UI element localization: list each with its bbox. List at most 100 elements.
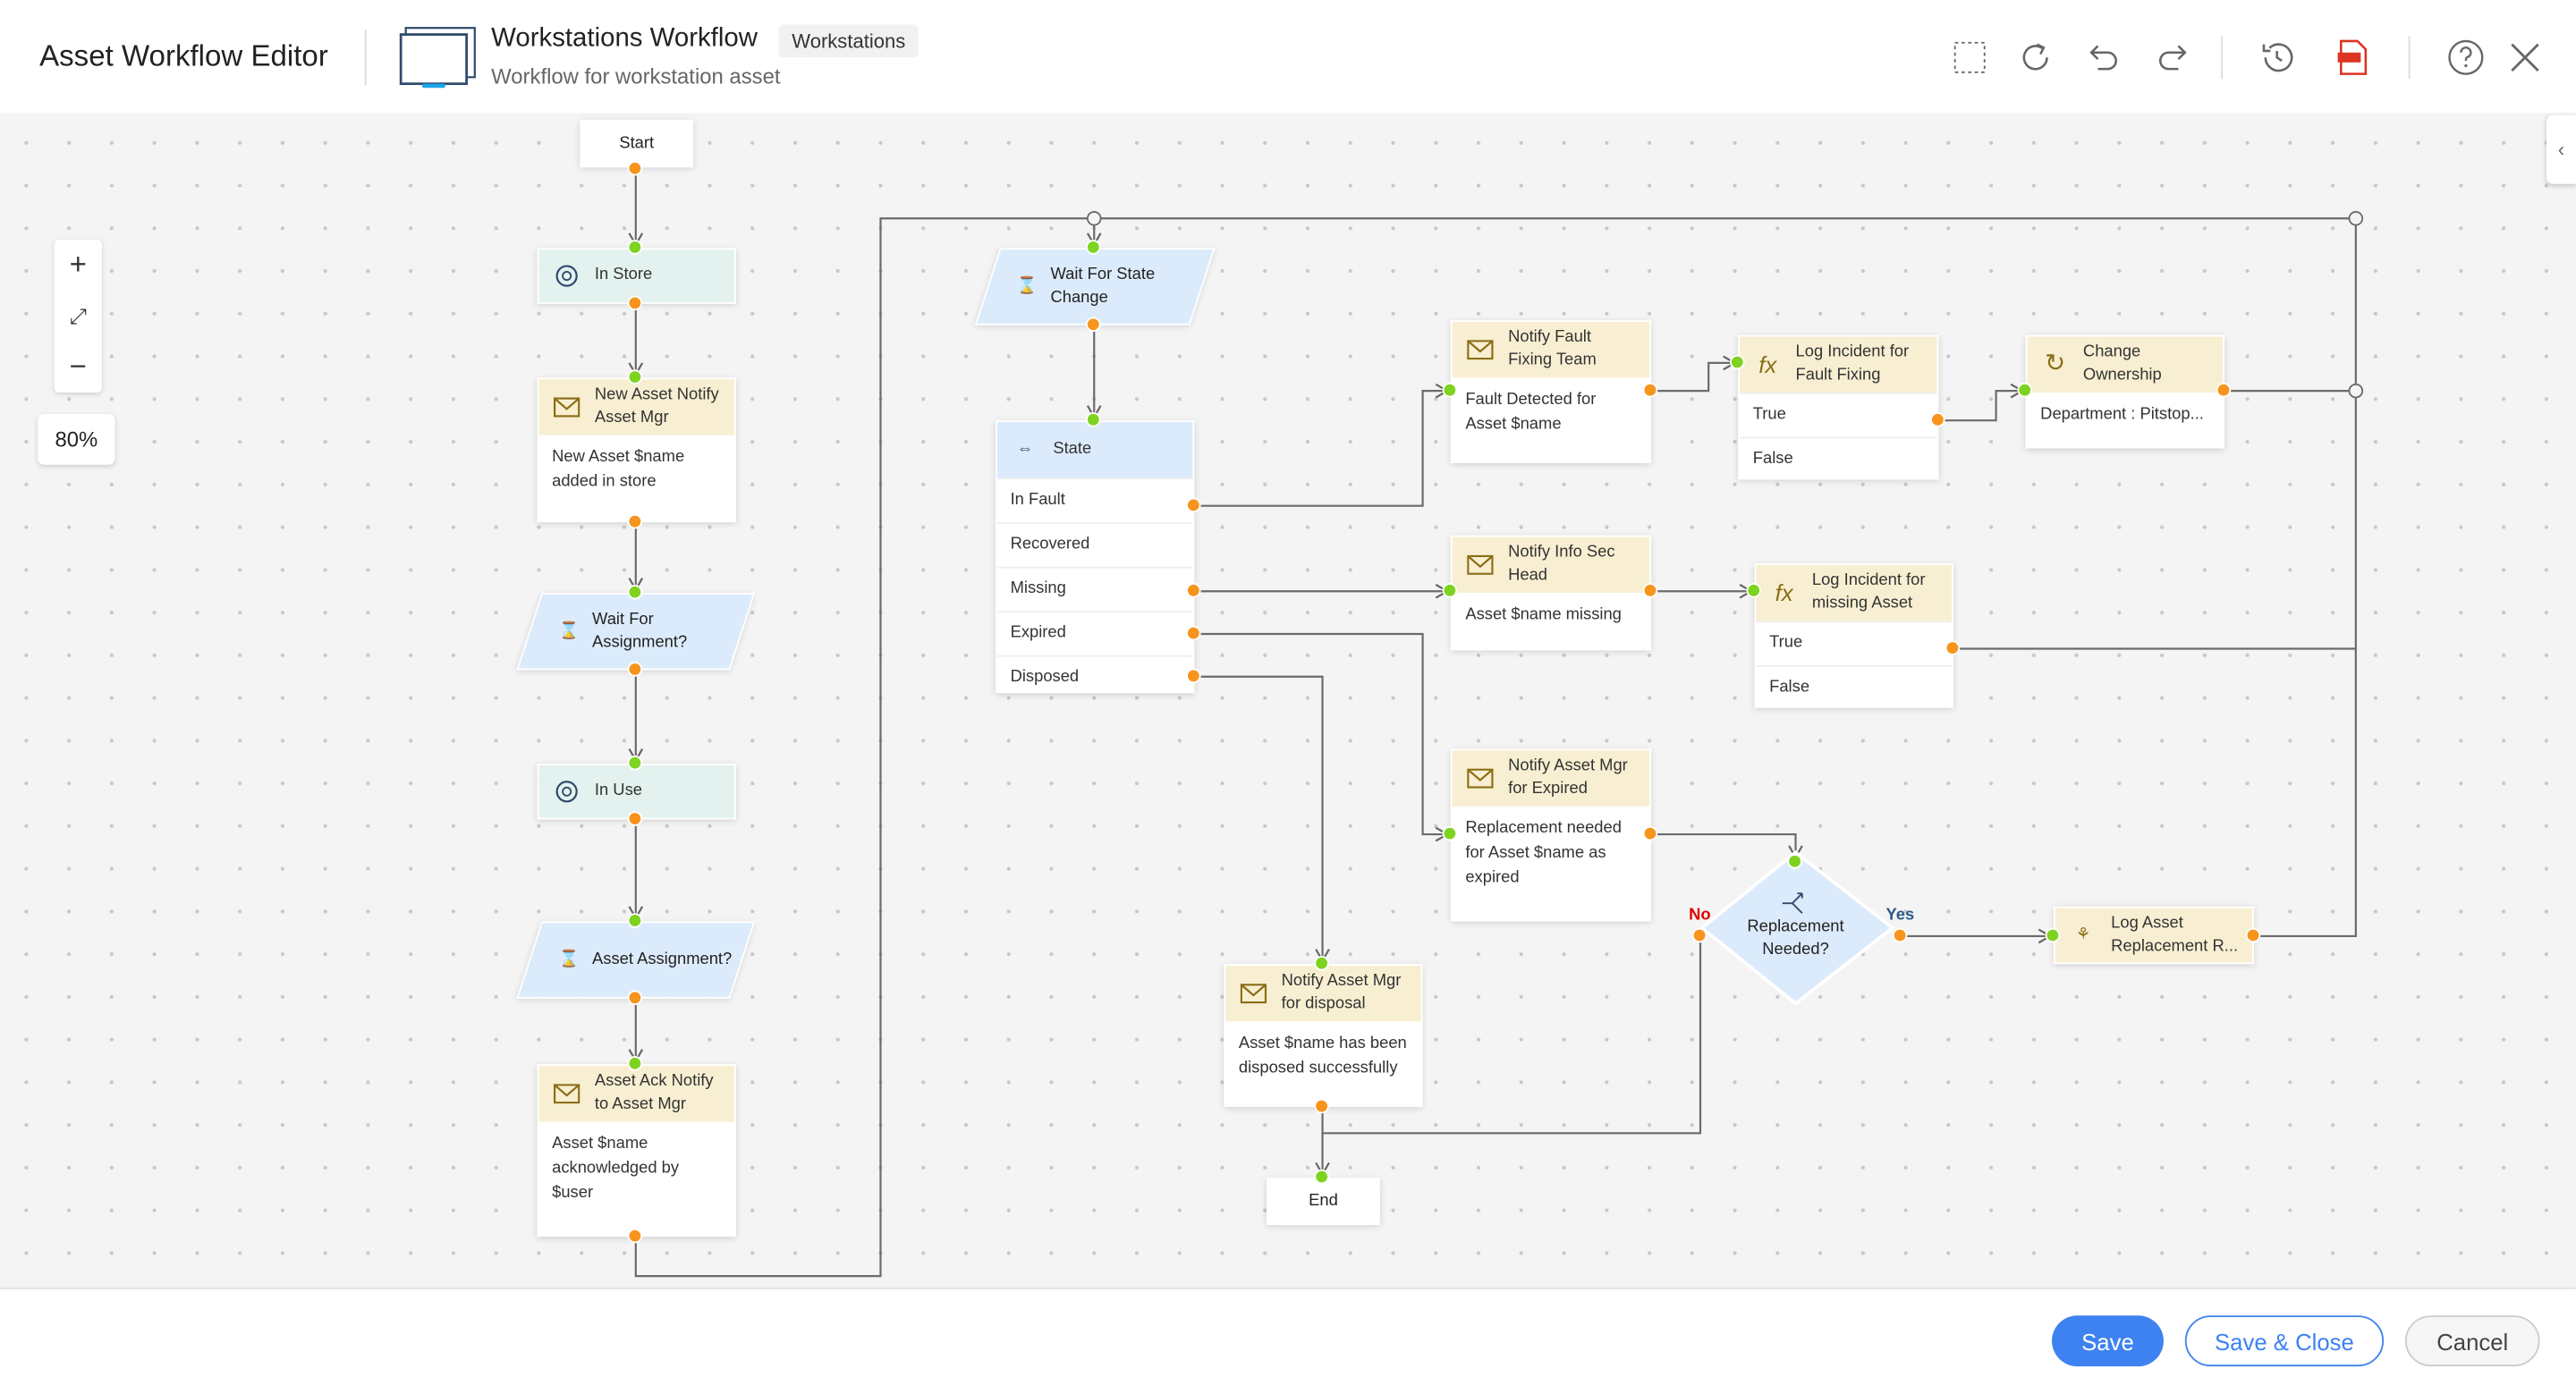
start-label: Start <box>619 134 655 153</box>
output-port[interactable] <box>627 513 643 529</box>
input-port[interactable] <box>627 584 643 600</box>
mail-icon <box>1239 979 1268 1009</box>
node-title: Asset Assignment? <box>592 950 733 968</box>
asset-ack-notify-node[interactable]: Asset Ack Notify to Asset Mgr Asset $nam… <box>537 1064 736 1238</box>
help-icon[interactable] <box>2446 38 2486 77</box>
input-port[interactable] <box>1314 1169 1329 1185</box>
output-port[interactable] <box>1642 825 1658 841</box>
output-port[interactable] <box>1314 1098 1329 1114</box>
notify-fault-node[interactable]: Notify Fault Fixing Team Fault Detected … <box>1450 320 1651 463</box>
hourglass-icon: ⌛ <box>1016 276 1038 295</box>
input-port[interactable] <box>1086 240 1101 255</box>
output-port[interactable] <box>1186 625 1201 641</box>
asset-assignment-node[interactable]: ⌛ Asset Assignment? <box>516 921 756 999</box>
header: Asset Workflow Editor Workstations Workf… <box>0 0 2576 115</box>
node-title: Notify Info Sec Head <box>1508 543 1615 585</box>
mail-icon <box>1465 764 1495 793</box>
input-port[interactable] <box>1086 412 1101 427</box>
in-store-node[interactable]: In Store <box>537 248 736 304</box>
output-port[interactable] <box>1892 927 1908 943</box>
output-port[interactable] <box>1086 317 1101 333</box>
select-icon[interactable] <box>1950 38 1989 77</box>
zoom-controls: + ⤢ − <box>54 240 102 393</box>
input-port[interactable] <box>627 1055 643 1071</box>
input-port[interactable] <box>1314 955 1329 971</box>
input-port[interactable] <box>1442 825 1458 841</box>
notify-disposal-node[interactable]: Notify Asset Mgr for disposal Asset $nam… <box>1224 964 1423 1107</box>
divider <box>2408 36 2411 80</box>
input-port[interactable] <box>1746 583 1761 598</box>
history-icon[interactable] <box>2258 38 2297 77</box>
input-port[interactable] <box>1730 354 1745 370</box>
node-title: State <box>1053 440 1092 459</box>
save-close-button[interactable]: Save & Close <box>2184 1315 2385 1367</box>
close-icon[interactable] <box>2505 38 2545 77</box>
input-port[interactable] <box>627 913 643 928</box>
cancel-button[interactable]: Cancel <box>2404 1315 2540 1367</box>
refresh-icon[interactable] <box>2016 38 2055 77</box>
output-port[interactable] <box>627 990 643 1006</box>
split-icon <box>1782 892 1803 914</box>
input-port[interactable] <box>1442 382 1458 398</box>
log-asset-replacement-node[interactable]: ⚘Log Asset Replacement R... <box>2053 906 2254 965</box>
output-port[interactable] <box>1186 583 1201 598</box>
start-node[interactable]: Start <box>580 120 694 168</box>
input-port[interactable] <box>2045 927 2061 943</box>
output-port[interactable] <box>1945 640 1961 655</box>
output-port[interactable] <box>627 1228 643 1244</box>
output-port[interactable] <box>1642 382 1658 398</box>
in-use-node[interactable]: In Use <box>537 764 736 820</box>
output-port[interactable] <box>1642 583 1658 598</box>
input-port[interactable] <box>627 240 643 255</box>
zoom-out-button[interactable]: − <box>69 350 87 383</box>
decision-node[interactable] <box>1697 848 1897 1009</box>
change-ownership-node[interactable]: ↻Change Ownership Department : Pitstop..… <box>2025 334 2224 449</box>
notify-expired-node[interactable]: Notify Asset Mgr for Expired Replacement… <box>1450 748 1651 922</box>
input-port[interactable] <box>627 755 643 771</box>
output-port[interactable] <box>1691 927 1707 943</box>
output-port[interactable] <box>1186 497 1201 513</box>
cycle-icon: ↻ <box>2045 350 2066 378</box>
state-switch-node[interactable]: ⇔State In Fault Recovered Missing Expire… <box>996 420 1195 694</box>
node-body: Asset $name acknowledged by $user <box>552 1135 680 1203</box>
save-button[interactable]: Save <box>2052 1315 2164 1367</box>
app-title: Asset Workflow Editor <box>39 39 328 72</box>
input-port[interactable] <box>2017 382 2032 398</box>
collapse-panel-button[interactable]: ‹ <box>2546 114 2576 184</box>
state-option: Expired <box>996 611 1193 655</box>
output-port[interactable] <box>2216 382 2232 398</box>
output-port[interactable] <box>1930 412 1945 427</box>
redo-icon[interactable] <box>2154 38 2193 77</box>
input-port[interactable] <box>627 369 643 384</box>
fit-screen-icon[interactable]: ⤢ <box>69 302 87 328</box>
pdf-icon[interactable] <box>2333 38 2372 77</box>
input-port[interactable] <box>1787 854 1802 869</box>
output-port[interactable] <box>2245 927 2261 943</box>
node-title: In Use <box>594 781 642 800</box>
notify-infosec-node[interactable]: Notify Info Sec Head Asset $name missing <box>1450 535 1651 651</box>
output-port[interactable] <box>627 160 643 176</box>
new-asset-notify-node[interactable]: New Asset Notify Asset Mgr New Asset $na… <box>537 377 736 523</box>
input-port[interactable] <box>1442 583 1458 598</box>
mail-icon <box>1465 550 1495 579</box>
end-node[interactable]: End <box>1267 1177 1380 1226</box>
undo-icon[interactable] <box>2083 38 2123 77</box>
output-port[interactable] <box>627 811 643 826</box>
output-port[interactable] <box>627 662 643 677</box>
node-title: New Asset Notify Asset Mgr <box>594 385 719 427</box>
output-port[interactable] <box>1186 668 1201 684</box>
wait-for-assignment-node[interactable]: ⌛Wait For Assignment? <box>516 593 756 671</box>
hourglass-icon: ⌛ <box>558 950 580 968</box>
workflow-description: Workflow for workstation asset <box>491 63 781 89</box>
asset-state-icon <box>552 777 581 807</box>
workflow-canvas[interactable] <box>0 113 2576 1288</box>
output-port[interactable] <box>627 295 643 311</box>
zoom-in-button[interactable]: + <box>69 248 87 282</box>
workstation-icon <box>399 27 476 89</box>
wait-for-state-change-node[interactable]: ⌛Wait For State Change <box>974 248 1216 325</box>
node-title: Log Incident for missing Asset <box>1811 571 1926 613</box>
condition-false: False <box>1756 664 1952 710</box>
